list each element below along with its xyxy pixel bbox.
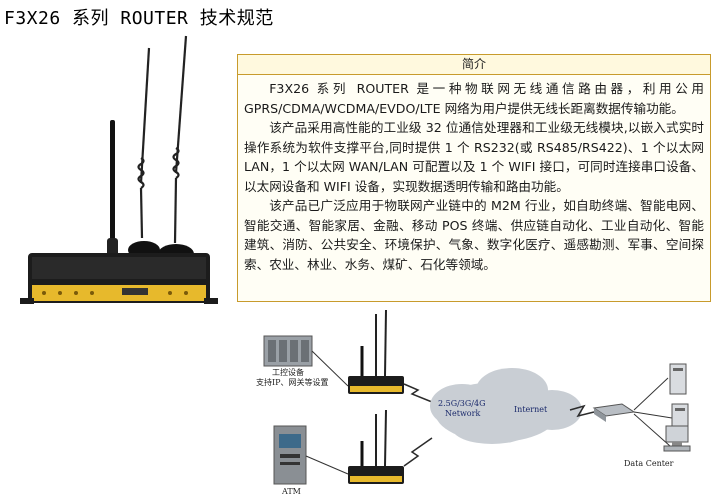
datacenter-label: Data Center (624, 459, 674, 468)
router-bottom-icon (348, 409, 404, 484)
router-antenna-right (172, 35, 188, 244)
network-sublabel: Network (445, 409, 480, 418)
atm-label: ATM (281, 487, 301, 496)
page-title: F3X26 系列 ROUTER 技术规范 (4, 8, 274, 29)
industrial-device-label: 工控设备 (272, 367, 304, 377)
wired-link (569, 404, 595, 418)
internet-label: Internet (514, 405, 548, 414)
wireless-link-bottom (403, 437, 433, 467)
network-label: 2.5G/3G/4G (438, 399, 485, 408)
intro-body: F3X26 系列 ROUTER 是一种物联网无线通信路由器，利用公用 GPRS/… (238, 75, 710, 274)
router-product-image (20, 35, 218, 304)
router-antenna-left (107, 120, 118, 260)
router-body (20, 253, 218, 304)
wireless-link-top (403, 383, 433, 403)
server-icon (671, 403, 689, 433)
server-icon (669, 363, 687, 395)
intro-paragraph: 该产品已广泛应用于物联网产业链中的 M2M 行业，如自助终端、智能电网、智能交通… (244, 198, 704, 272)
intro-heading: 简介 (238, 55, 710, 75)
atm-icon (273, 425, 307, 485)
switch-icon (592, 403, 636, 422)
industrial-device-icon (263, 335, 313, 367)
network-cloud-icon (430, 368, 582, 444)
intro-box: 简介 F3X26 系列 ROUTER 是一种物联网无线通信路由器，利用公用 GP… (237, 54, 711, 302)
router-antenna-middle (137, 47, 151, 239)
network-diagram: 工控设备 支持IP、网关等设置 ATM 2.5G/3G/4G Network (256, 309, 691, 496)
intro-paragraph: F3X26 系列 ROUTER 是一种物联网无线通信路由器，利用公用 GPRS/… (244, 81, 704, 116)
computer-icon (663, 425, 691, 452)
router-top-icon (348, 309, 404, 394)
intro-paragraph: 该产品采用高性能的工业级 32 位通信处理器和工业级无线模块,以嵌入式实时操作系… (244, 120, 704, 194)
industrial-device-sublabel: 支持IP、网关等设置 (256, 377, 329, 387)
